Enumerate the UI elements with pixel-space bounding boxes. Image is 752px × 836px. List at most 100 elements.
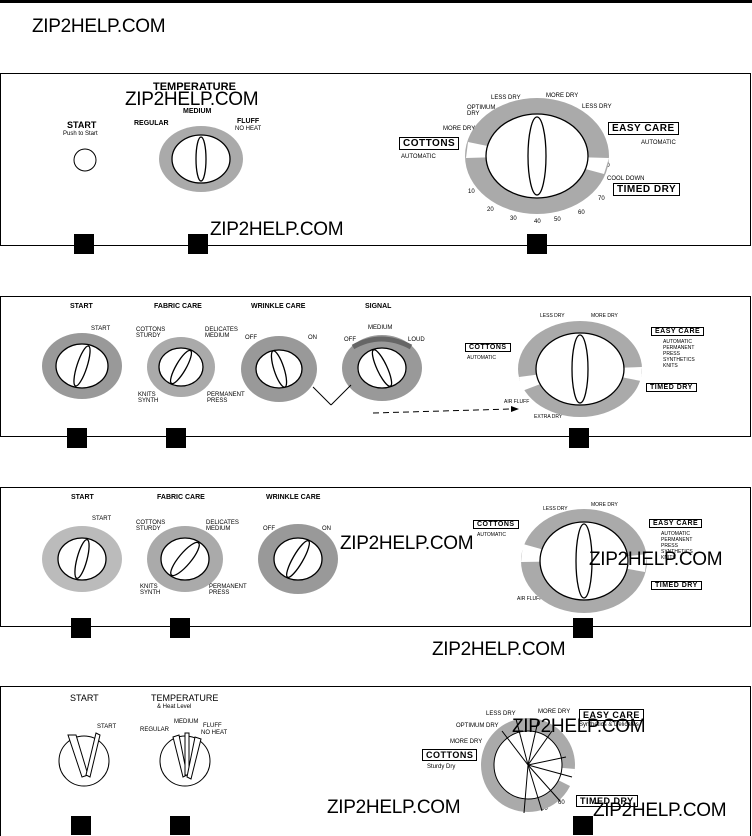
- control-panel-2: START FABRIC CARE WRINKLE CARE SIGNAL ST…: [0, 296, 751, 437]
- watermark: ZIP2HELP.COM: [125, 89, 259, 110]
- easy-care-label: EASY CARE: [651, 327, 705, 336]
- watermark: ZIP2HELP.COM: [340, 533, 474, 554]
- control-panel-4: START TEMPERATURE & Heat Level START REG…: [0, 686, 751, 836]
- wrinkle-care-label: WRINKLE CARE: [251, 303, 306, 310]
- cool-down-label: COOL DOWN: [607, 176, 645, 182]
- start-label: START: [67, 120, 97, 130]
- temp-regular-label: REGULAR: [140, 727, 170, 733]
- callout-marker: [573, 816, 593, 835]
- callout-marker: [170, 816, 190, 835]
- start-knob[interactable]: [41, 524, 125, 594]
- control-panel-3: START FABRIC CARE WRINKLE CARE START COT…: [0, 487, 751, 627]
- temp-fluff-label: FLUFF: [237, 118, 260, 125]
- start-label: START: [70, 303, 93, 310]
- callout-marker: [166, 428, 186, 448]
- wrinkle-off-label: OFF: [263, 526, 275, 532]
- callout-marker: [573, 618, 593, 638]
- easy-care-sub-label: Synthetics & Delicates: [579, 722, 639, 728]
- watermark: ZIP2HELP.COM: [432, 639, 566, 660]
- callout-marker: [527, 234, 547, 254]
- signal-off-label: OFF: [344, 337, 356, 343]
- easy-care-sub-label: AUTOMATIC PERMANENT PRESS SYNTHETICS KNI…: [661, 531, 693, 561]
- start-sub-label: Push to Start: [63, 131, 98, 137]
- more-dry-label: MORE DRY: [546, 93, 579, 99]
- less-dry-label: LESS DRY: [486, 711, 516, 717]
- callout-marker: [170, 618, 190, 638]
- extra-dry-label: EXTRA DRY: [534, 414, 563, 420]
- cottons-sturdy-label: COTTONS STURDY: [136, 520, 166, 532]
- start-knob[interactable]: [41, 330, 125, 400]
- tick-20: 20: [487, 207, 494, 213]
- optimum-dry-label: OPTIMUM DRY: [467, 105, 496, 117]
- temperature-knob[interactable]: [158, 126, 248, 196]
- air-fluff-label: AIR FLUFF: [517, 596, 543, 602]
- cycle-dial-knob[interactable]: [517, 319, 645, 419]
- cycle-dial-knob[interactable]: [520, 506, 650, 616]
- more-dry-2-label: MORE DRY: [443, 126, 476, 132]
- watermark: ZIP2HELP.COM: [32, 16, 166, 37]
- cottons-sturdy-label: COTTONS STURDY: [136, 327, 166, 339]
- air-fluff-label: AIR FLUFF: [504, 399, 530, 405]
- callout-marker: [188, 234, 208, 254]
- temperature-sub-label: & Heat Level: [157, 704, 192, 710]
- callout-marker: [569, 428, 589, 448]
- cottons-sub-label: AUTOMATIC: [467, 355, 496, 361]
- callout-marker: [74, 234, 94, 254]
- fabric-care-label: FABRIC CARE: [157, 494, 205, 501]
- less-dry-label: LESS DRY: [543, 506, 568, 512]
- timed-dry-label: TIMED DRY: [646, 383, 697, 392]
- watermark: ZIP2HELP.COM: [593, 800, 727, 821]
- temp-fluff-label: FLUFF: [203, 723, 222, 729]
- watermark: ZIP2HELP.COM: [327, 797, 461, 818]
- callout-marker: [71, 816, 91, 835]
- cottons-label: COTTONS: [399, 137, 460, 150]
- less-dry-label: LESS DRY: [491, 95, 521, 101]
- easy-care-label: EASY CARE: [649, 519, 703, 528]
- temp-medium-label: MEDIUM: [174, 719, 199, 725]
- signal-label: SIGNAL: [365, 303, 392, 310]
- cottons-sub-label: AUTOMATIC: [401, 154, 436, 160]
- cottons-label: COTTONS: [473, 520, 519, 529]
- start-tick-label: START: [91, 326, 111, 332]
- wrinkle-on-label: ON: [308, 335, 317, 341]
- delicates-label: DELICATES MEDIUM: [206, 520, 239, 532]
- fabric-care-label: FABRIC CARE: [154, 303, 202, 310]
- more-dry-label: MORE DRY: [591, 313, 618, 319]
- tick-60: 60: [558, 800, 565, 806]
- fabric-care-knob[interactable]: [146, 524, 226, 594]
- temperature-knob[interactable]: [155, 731, 219, 795]
- wrinkle-care-knob[interactable]: [257, 522, 341, 596]
- watermark: ZIP2HELP.COM: [589, 549, 723, 570]
- tick-40: 40: [534, 219, 541, 225]
- start-knob[interactable]: [56, 729, 116, 791]
- temp-medium-label: MEDIUM: [183, 108, 212, 115]
- callout-marker: [71, 618, 91, 638]
- less-dry-2-label: LESS DRY: [582, 104, 612, 110]
- start-tick-label: START: [92, 516, 112, 522]
- tick-60: 60: [578, 210, 585, 216]
- wrinkle-care-knob[interactable]: [241, 335, 321, 403]
- easy-care-label: EASY CARE: [579, 709, 644, 721]
- wrinkle-off-label: OFF: [245, 335, 257, 341]
- knits-label: KNITS SYNTH: [138, 392, 159, 404]
- easy-care-sub-label: AUTOMATIC: [641, 140, 676, 146]
- cycle-dial-knob[interactable]: [464, 96, 614, 216]
- more-dry-label: MORE DRY: [538, 709, 571, 715]
- cycle-dial-knob[interactable]: [480, 717, 580, 817]
- optimum-dry-label: OPTIMUM DRY: [456, 723, 499, 729]
- tick-30: 30: [510, 216, 517, 222]
- start-button[interactable]: [71, 146, 101, 176]
- signal-loud-label: LOUD: [408, 337, 425, 343]
- signal-knob[interactable]: [341, 333, 425, 403]
- less-dry-label: LESS DRY: [540, 313, 565, 319]
- start-label: START: [70, 693, 99, 703]
- fabric-care-knob[interactable]: [145, 335, 219, 399]
- wrinkle-on-label: ON: [322, 526, 331, 532]
- dashed-arrow: [372, 406, 519, 414]
- watermark: ZIP2HELP.COM: [210, 219, 344, 240]
- pointer-arrows: [312, 384, 352, 406]
- permanent-press-label: PERMANENT PRESS: [209, 584, 247, 596]
- more-dry-label: MORE DRY: [591, 502, 618, 508]
- top-rule: [0, 0, 752, 3]
- temp-regular-label: REGULAR: [134, 120, 169, 127]
